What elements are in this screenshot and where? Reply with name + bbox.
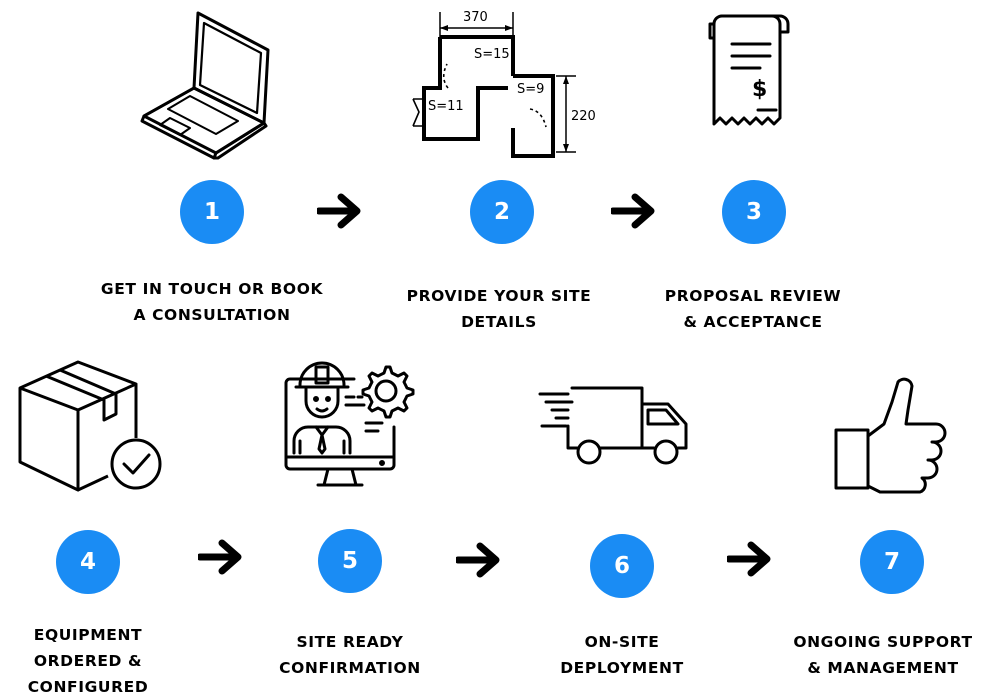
floor-plan-icon: 370 220 S=15 S=9 S=11 (408, 4, 608, 160)
step-badge: 5 (318, 529, 382, 593)
arrow-right-icon (198, 539, 244, 575)
delivery-truck-icon (538, 386, 691, 470)
thumbs-up-icon (834, 377, 954, 494)
step-label: ON-SITE DEPLOYMENT (560, 633, 684, 677)
step-badge: 6 (590, 534, 654, 598)
step-label: GET IN TOUCH OR BOOK A CONSULTATION (100, 280, 324, 324)
step-label: PROPOSAL REVIEW & ACCEPTANCE (664, 287, 842, 331)
step-label: PROVIDE YOUR SITE DETAILS (406, 287, 592, 331)
step-badge: 2 (470, 180, 534, 244)
room-label: S=9 (517, 82, 544, 97)
room-label: S=11 (428, 99, 464, 114)
invoice-receipt-icon: $ (708, 14, 790, 138)
engineer-monitor-icon (284, 357, 418, 493)
step-label: SITE READY CONFIRMATION (279, 633, 421, 677)
step-badge: 7 (860, 530, 924, 594)
step-badge: 1 (180, 180, 244, 244)
room-label: S=15 (474, 47, 510, 62)
arrow-right-icon (727, 541, 773, 577)
package-check-icon (16, 358, 162, 493)
width-dimension: 370 (463, 10, 488, 25)
step-label: EQUIPMENT ORDERED & CONFIGURED (27, 626, 149, 696)
arrow-right-icon (317, 193, 363, 229)
arrow-right-icon (456, 542, 502, 578)
laptop-icon (138, 8, 280, 160)
arrow-right-icon (611, 193, 657, 229)
step-badge: 3 (722, 180, 786, 244)
dollar-sign-icon: $ (752, 77, 768, 102)
height-dimension: 220 (571, 109, 596, 124)
step-label: ONGOING SUPPORT & MANAGEMENT (793, 633, 973, 677)
step-badge: 4 (56, 530, 120, 594)
